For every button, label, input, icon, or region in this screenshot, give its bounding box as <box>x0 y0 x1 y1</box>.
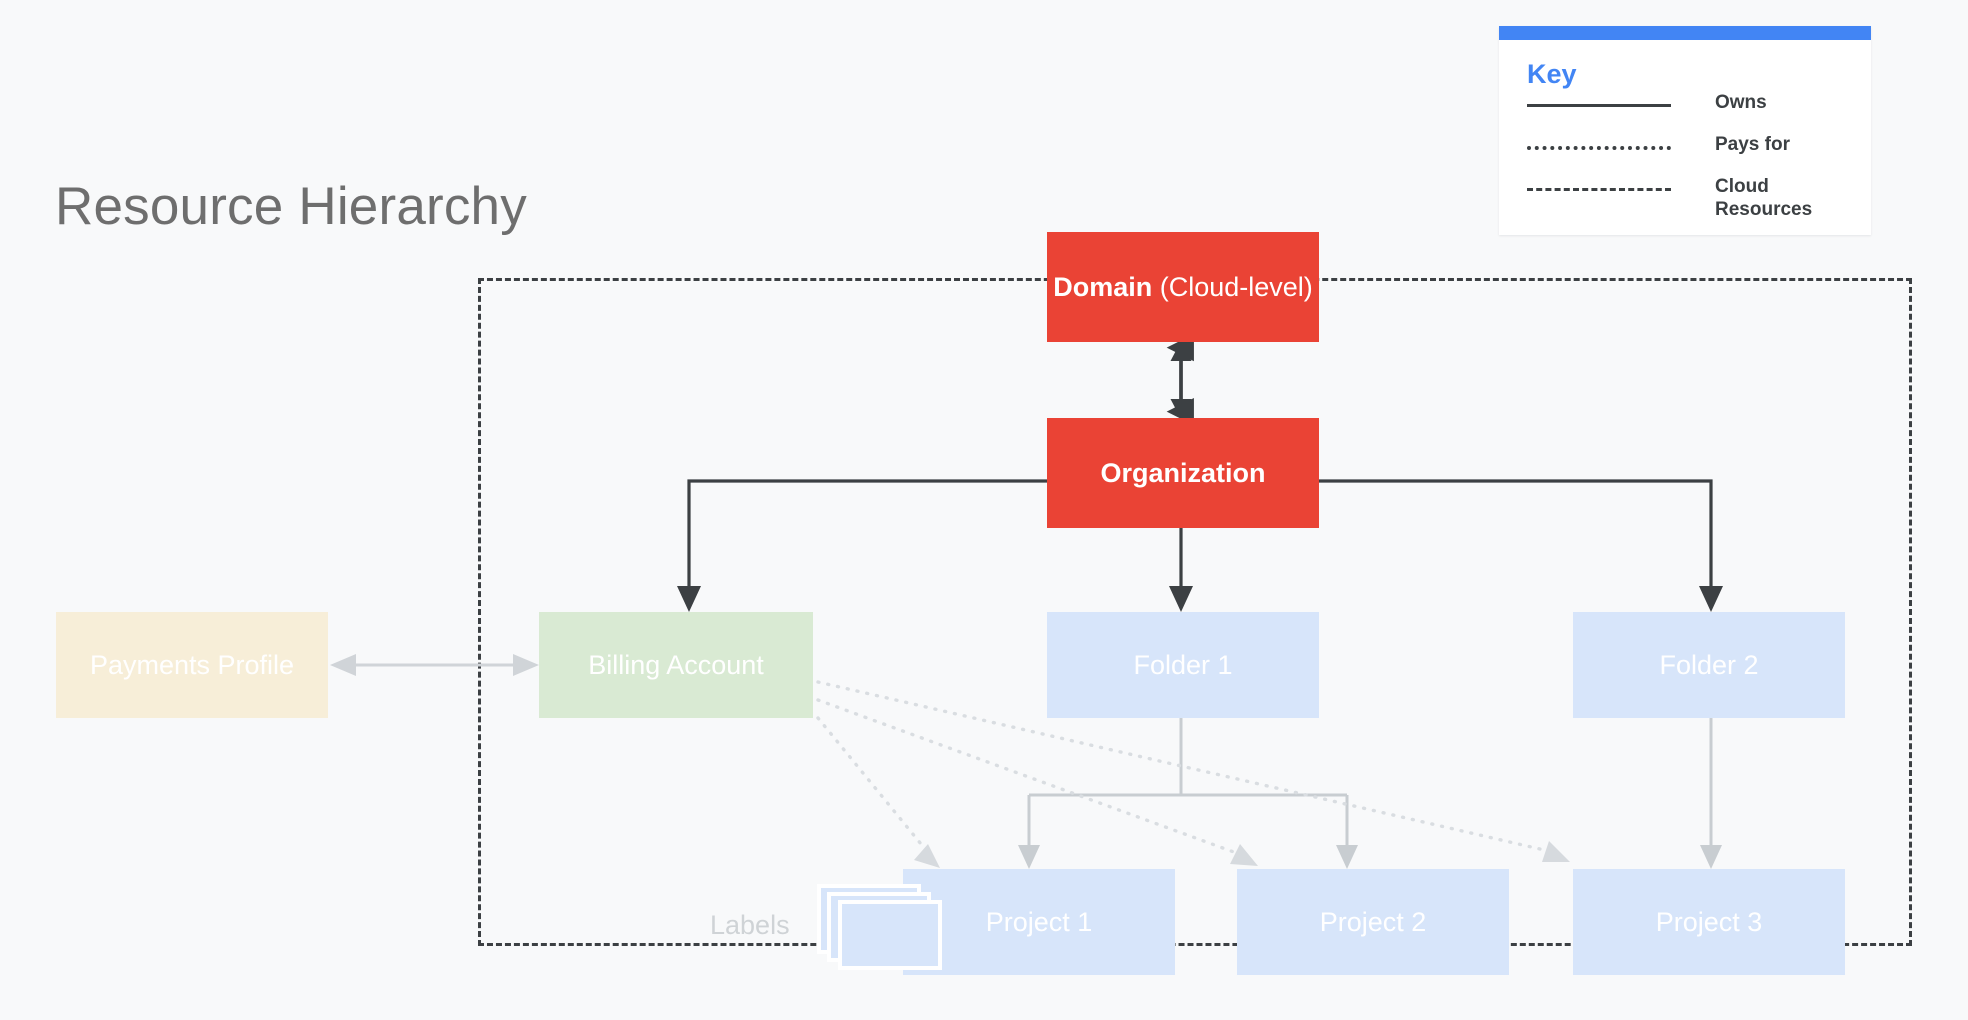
node-domain[interactable]: Domain (Cloud-level) <box>1047 232 1319 342</box>
node-folder-1-label: Folder 1 <box>1133 649 1233 680</box>
legend-item-owns: Owns <box>1527 88 1871 122</box>
solid-line-icon <box>1527 104 1671 108</box>
node-billing-account[interactable]: Billing Account <box>539 612 813 718</box>
node-project-2[interactable]: Project 2 <box>1237 869 1509 975</box>
node-payments-profile-label: Payments Profile <box>89 649 295 680</box>
dotted-line-icon <box>1527 146 1671 151</box>
dashed-line-icon <box>1527 188 1671 192</box>
legend-key-card: Key Owns Pays for Cloud Resources <box>1499 26 1871 236</box>
page-title: Resource Hierarchy <box>55 177 527 236</box>
node-project-3[interactable]: Project 3 <box>1573 869 1845 975</box>
labels-caption: Labels <box>710 910 790 940</box>
legend-label-pays-for: Pays for <box>1715 134 1790 156</box>
node-payments-profile[interactable]: Payments Profile <box>56 612 328 718</box>
node-project-1[interactable]: Project 1 <box>903 869 1175 975</box>
legend-title: Key <box>1527 59 1577 89</box>
node-folder-2-label: Folder 2 <box>1659 649 1759 680</box>
node-billing-account-label: Billing Account <box>588 649 764 680</box>
legend-item-cloud-resources: Cloud Resources <box>1527 172 1871 221</box>
node-project-1-label: Project 1 <box>985 906 1093 937</box>
legend-body: Key Owns Pays for Cloud Resources <box>1499 40 1871 235</box>
node-folder-2[interactable]: Folder 2 <box>1573 612 1845 718</box>
label-card-front <box>838 900 942 970</box>
legend-item-pays-for: Pays for <box>1527 130 1871 164</box>
node-project-2-label: Project 2 <box>1319 906 1427 937</box>
node-folder-1[interactable]: Folder 1 <box>1047 612 1319 718</box>
labels-stack-icon <box>817 884 943 970</box>
legend-label-cloud-resources: Cloud Resources <box>1715 176 1813 220</box>
node-project-3-label: Project 3 <box>1655 906 1763 937</box>
legend-label-owns: Owns <box>1715 92 1767 114</box>
node-domain-label: Domain (Cloud-level) <box>1053 271 1313 302</box>
legend-accent-bar <box>1499 26 1871 40</box>
node-organization[interactable]: Organization <box>1047 418 1319 528</box>
node-organization-label: Organization <box>1100 457 1266 488</box>
